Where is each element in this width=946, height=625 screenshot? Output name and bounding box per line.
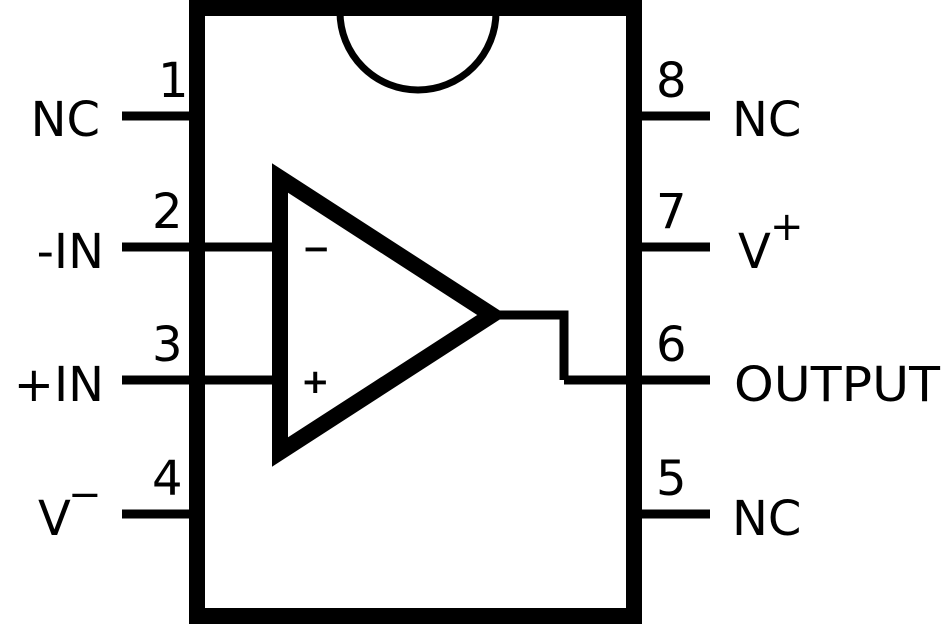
pin-5-label: NC bbox=[732, 491, 801, 547]
pin-3-number: 3 bbox=[152, 317, 183, 373]
pin-7-label: V bbox=[738, 224, 771, 280]
pin-6-label: OUTPUT bbox=[734, 357, 941, 413]
pin-5-number: 5 bbox=[656, 451, 687, 507]
opamp-triangle bbox=[272, 163, 507, 467]
orientation-notch bbox=[336, 11, 500, 94]
pin-8-label: NC bbox=[732, 92, 801, 148]
pin-7-number: 7 bbox=[656, 184, 687, 240]
pin-1-number: 1 bbox=[158, 53, 189, 109]
inverting-sign: − bbox=[302, 229, 331, 269]
noninverting-sign: + bbox=[301, 362, 330, 402]
pin-8-number: 8 bbox=[656, 53, 687, 109]
pin-6-number: 6 bbox=[656, 317, 687, 373]
ic-package-body bbox=[189, 0, 642, 624]
pin-2-label: -IN bbox=[37, 224, 104, 280]
pin-4-label: V bbox=[38, 491, 71, 547]
pin-2-number: 2 bbox=[152, 184, 183, 240]
output-trace bbox=[492, 310, 569, 380]
pin-7-superscript: + bbox=[770, 204, 804, 250]
pin-3-label: +IN bbox=[14, 357, 104, 413]
pin-4-superscript: − bbox=[68, 472, 102, 518]
pin-1-label: NC bbox=[31, 92, 100, 148]
pin-4-number: 4 bbox=[152, 451, 183, 507]
